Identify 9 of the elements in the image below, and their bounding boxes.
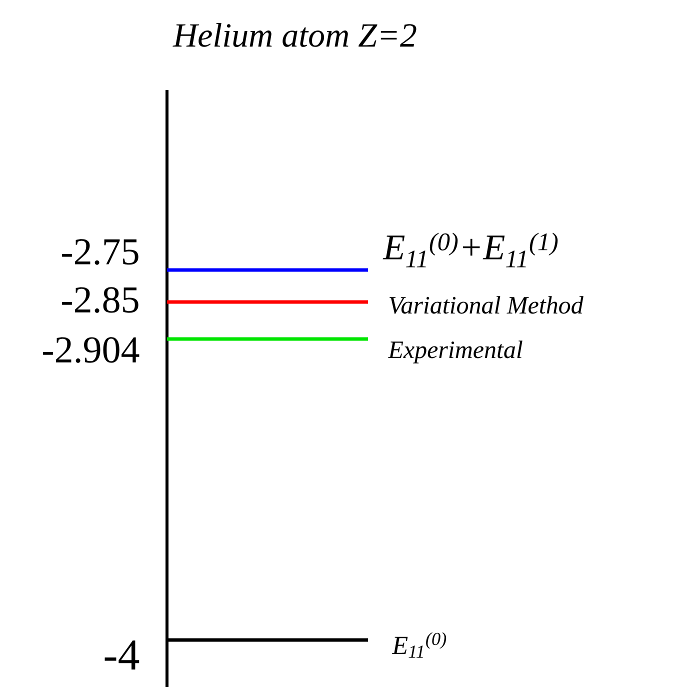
energy-value: -2.75: [62, 239, 138, 265]
level-label: Variational Method: [390, 296, 584, 314]
energy-value: -2.85: [62, 287, 138, 313]
energy-value: -4: [104, 640, 140, 670]
level-label: E$_{11}$$^{(0)}$+E$_{11}$(1): [382, 232, 558, 268]
title: Helium atom Z=2: [172, 23, 416, 47]
level-label: E$_{11}$(0): [392, 632, 446, 658]
level-label: Experimental: [388, 340, 522, 364]
energy-value: -2.904: [43, 337, 140, 363]
